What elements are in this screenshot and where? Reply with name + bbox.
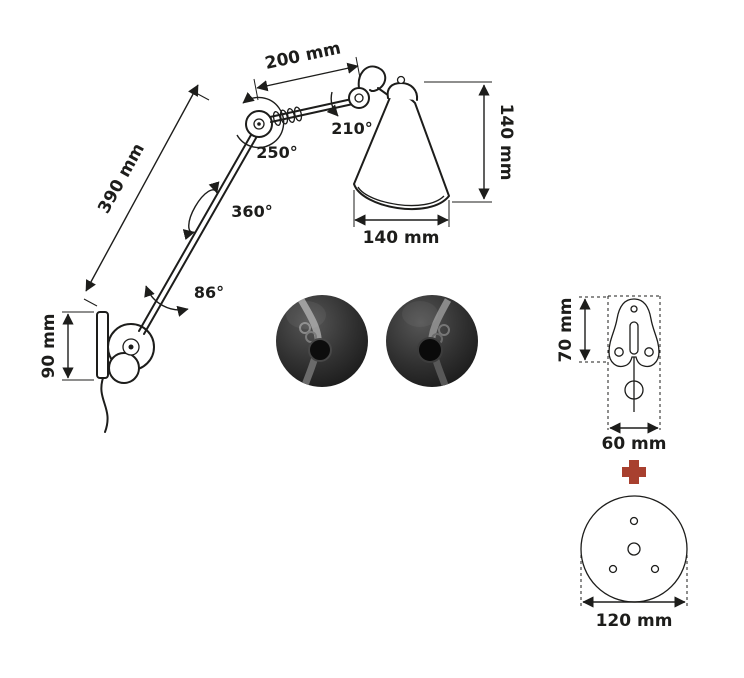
dim-wall-bracket-height: 90 mm — [39, 311, 94, 381]
dim-label-shade-height: 140 mm — [496, 104, 516, 181]
dim-label-wall-bracket-height: 90 mm — [39, 313, 59, 378]
photo-right-content — [402, 298, 452, 387]
lamp-shade — [353, 75, 450, 210]
dim-plate-width: 60 mm — [601, 422, 667, 454]
photo-inset-left — [276, 295, 368, 387]
photo-left-content — [286, 296, 332, 387]
photo-inset-right — [386, 295, 478, 387]
dim-lower-arm: 390 mm — [83, 84, 210, 307]
dim-label-upper-arm: 200 mm — [263, 38, 342, 74]
angle-label-shade-rotation: 210° — [331, 119, 372, 138]
dim-label-shade-diameter: 140 mm — [363, 228, 440, 248]
wall-bracket — [96, 311, 155, 433]
head-joint — [348, 65, 393, 109]
elbow-joint — [245, 106, 303, 138]
dim-upper-arm: 200 mm — [253, 38, 361, 101]
base-plate-outline — [580, 495, 688, 603]
dim-shade-height: 140 mm — [424, 81, 516, 203]
upper-arm — [269, 98, 354, 123]
dim-plate-height: 70 mm — [556, 296, 606, 363]
dim-label-plate-height: 70 mm — [556, 297, 576, 362]
dim-label-lower-arm: 390 mm — [94, 140, 149, 217]
lamp-side-view — [96, 65, 450, 433]
dim-base-diameter: 120 mm — [580, 549, 688, 631]
wall-plate-detail: 70 mm 60 mm — [556, 295, 667, 454]
dim-label-plate-width: 60 mm — [601, 434, 666, 454]
wall-plate-outline — [608, 298, 660, 412]
angle-elbow-rotation: 250° — [236, 92, 298, 162]
angle-arm-rotation: 360° — [182, 181, 273, 241]
angle-label-arm-rotation: 360° — [231, 202, 272, 221]
dim-label-base-diameter: 120 mm — [596, 611, 673, 631]
angle-annotations: 210° 250° 360° 86° — [144, 91, 373, 317]
angle-label-wall-swivel: 86° — [194, 283, 224, 302]
angle-shade-rotation: 210° — [326, 91, 373, 138]
plus-icon — [622, 460, 646, 484]
angle-label-elbow-rotation: 250° — [256, 143, 297, 162]
angle-wall-swivel: 86° — [144, 283, 224, 317]
dim-shade-diameter: 140 mm — [353, 190, 450, 248]
base-plate-detail: 120 mm — [580, 495, 688, 631]
